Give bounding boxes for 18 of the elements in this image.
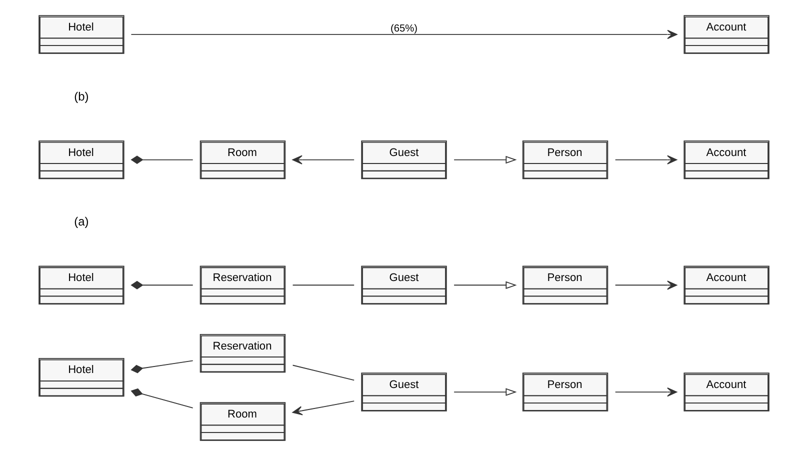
label: (a) — [74, 214, 89, 229]
arrow — [614, 280, 678, 290]
connector — [292, 364, 355, 381]
arrow — [292, 155, 355, 164]
arrow — [454, 156, 517, 164]
edge-label: (65%) — [390, 24, 418, 35]
arrow — [130, 30, 678, 40]
arrow — [454, 388, 517, 396]
connector — [292, 284, 355, 286]
arrow — [614, 387, 678, 397]
connector — [130, 360, 194, 374]
arrow — [454, 281, 517, 290]
label: (b) — [74, 89, 89, 104]
connector — [130, 388, 194, 408]
arrow — [614, 155, 678, 164]
connector — [130, 280, 194, 290]
connector — [130, 156, 194, 164]
arrow — [292, 400, 355, 416]
